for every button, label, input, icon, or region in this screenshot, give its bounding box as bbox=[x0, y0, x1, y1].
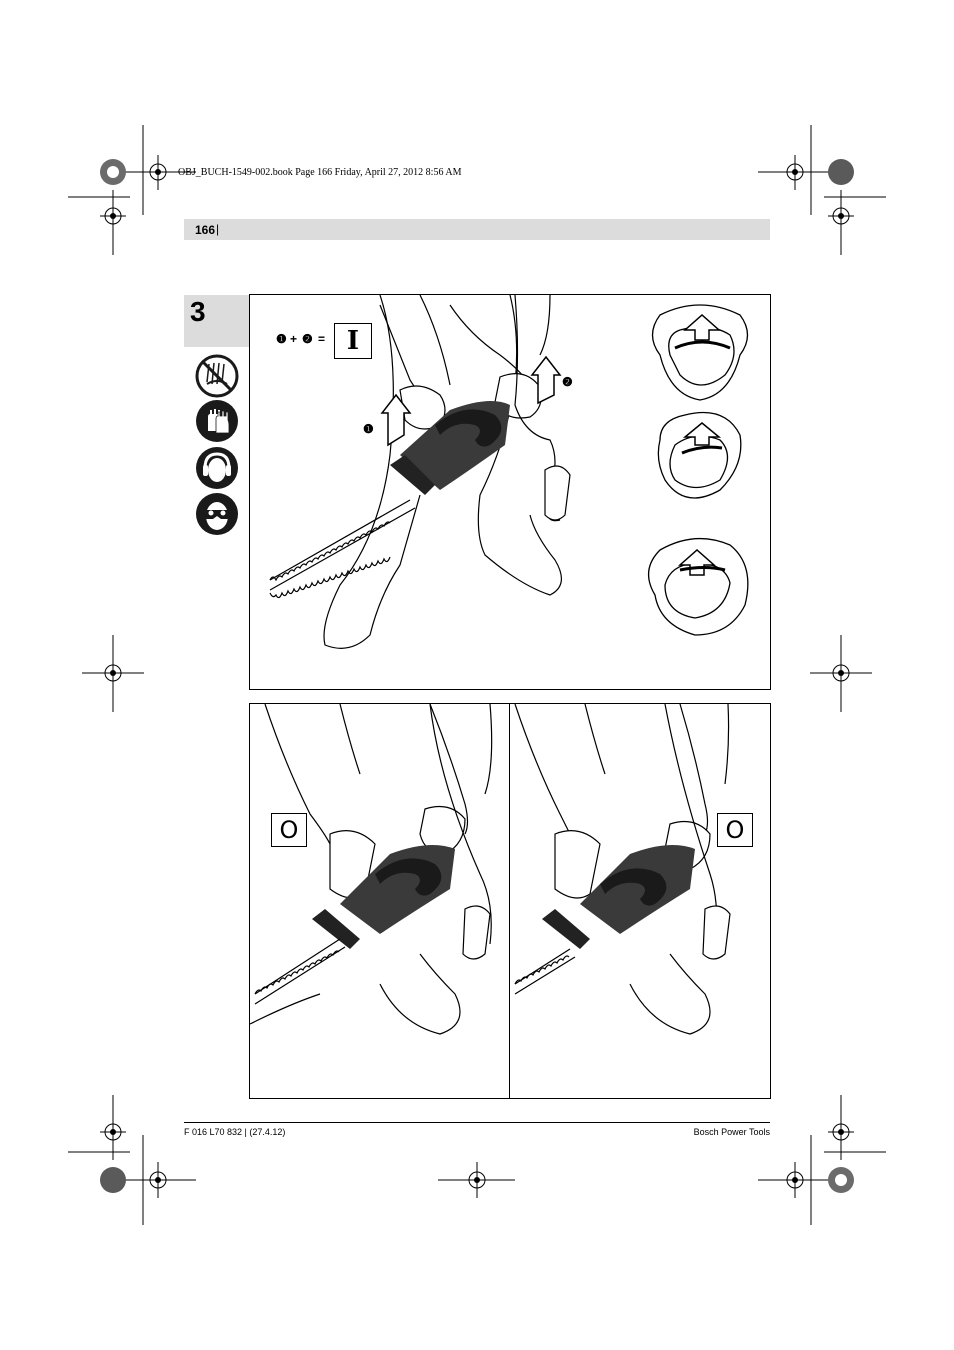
wear-gloves-icon bbox=[195, 399, 239, 443]
sequence-step-1: ❶ bbox=[276, 332, 287, 346]
footer-rule bbox=[184, 1122, 770, 1123]
hedge-trimmer-illustration-bottom bbox=[250, 704, 731, 1035]
page-number-separator: | bbox=[216, 222, 220, 236]
callout-step-2: ❷ bbox=[562, 375, 573, 389]
figure-switch-off: O O bbox=[249, 703, 771, 1099]
header-bar bbox=[184, 219, 770, 240]
wear-eye-protection-icon bbox=[195, 492, 239, 536]
sequence-equals: = bbox=[318, 332, 326, 346]
footer-document-code: F 016 L70 832 | (27.4.12) bbox=[184, 1127, 286, 1137]
sequence-step-2: ❷ bbox=[302, 332, 313, 346]
switch-off-symbol-left: O bbox=[271, 813, 307, 847]
no-rain-icon bbox=[195, 354, 239, 398]
page-number: 166 bbox=[195, 223, 216, 237]
switch-on-symbol: I bbox=[334, 323, 372, 359]
section-tab bbox=[184, 295, 249, 347]
switch-off-symbol-right: O bbox=[717, 813, 753, 847]
panel-divider bbox=[509, 704, 510, 1098]
figure-switch-on: ❶ + ❷ = I bbox=[249, 294, 771, 690]
sequence-plus: + bbox=[290, 332, 298, 346]
print-info-line: OBJ_BUCH-1549-002.book Page 166 Friday, … bbox=[178, 167, 462, 178]
section-number: 3 bbox=[190, 296, 206, 327]
wear-ear-protection-icon bbox=[195, 446, 239, 490]
hedge-trimmer-illustration-top bbox=[269, 295, 749, 649]
callout-step-1: ❶ bbox=[363, 422, 374, 436]
footer-brand: Bosch Power Tools bbox=[693, 1127, 770, 1137]
